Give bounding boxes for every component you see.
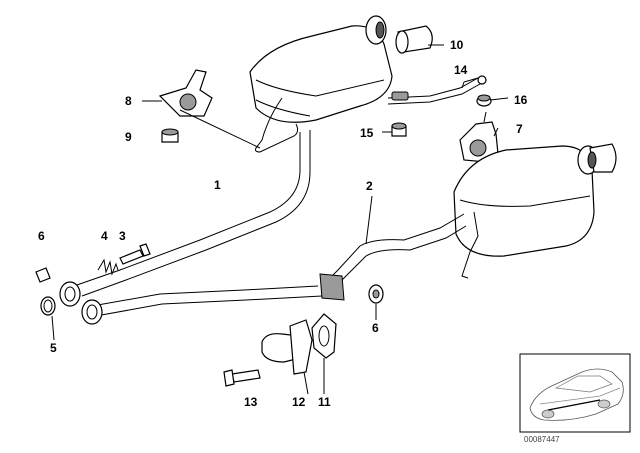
hanger-bracket-7 [459, 111, 499, 163]
callout-1: 1 [214, 178, 221, 192]
car-outline-icon [529, 368, 624, 421]
callout-8: 8 [125, 94, 132, 108]
callout-2: 2 [366, 179, 373, 193]
tailpipe-tip [395, 25, 433, 54]
callout-15: 15 [360, 126, 374, 140]
rear-muffler-left [249, 15, 393, 153]
callout-7: 7 [516, 122, 523, 136]
callout-9: 9 [125, 130, 132, 144]
car-thumbnail: 00087447 [519, 353, 631, 444]
callout-14: 14 [454, 63, 468, 77]
adapter-pipe-12 [261, 319, 313, 375]
nut-6-left [35, 267, 51, 283]
rubber-mount-16 [476, 94, 492, 107]
hanger-bracket-8 [158, 69, 261, 149]
rear-pipe-2 [319, 213, 467, 301]
front-pipe-1 [73, 130, 323, 317]
leader-lines [51, 44, 509, 395]
gasket-11 [311, 313, 337, 359]
spring-4 [97, 258, 119, 276]
bolt-13 [223, 369, 261, 387]
callout-5: 5 [50, 341, 57, 355]
nut-6-right [368, 284, 384, 304]
gasket-5 [40, 296, 56, 316]
callout-4: 4 [101, 229, 108, 243]
callout-6-left: 6 [38, 229, 45, 243]
bracket-rod [387, 75, 487, 105]
callout-13: 13 [244, 395, 258, 409]
nut-9 [161, 128, 179, 143]
callout-10: 10 [450, 38, 464, 52]
callout-12: 12 [292, 395, 306, 409]
callout-6-right: 6 [372, 321, 379, 335]
flange-upper [59, 281, 81, 307]
rear-muffler-right [453, 143, 617, 279]
callout-11: 11 [318, 395, 331, 409]
flange-lower [81, 299, 103, 325]
callout-3: 3 [119, 229, 126, 243]
diagram-id-stamp: 00087447 [524, 435, 560, 444]
nut-15 [391, 122, 407, 137]
bolt-3 [119, 243, 151, 265]
callout-16: 16 [514, 93, 528, 107]
